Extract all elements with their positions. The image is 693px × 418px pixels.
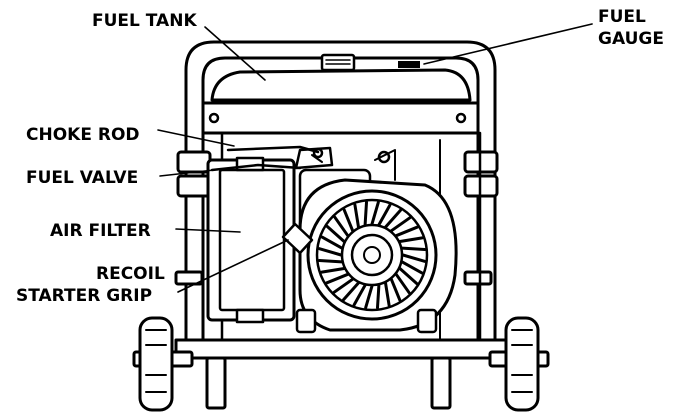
fan-blade [370,200,380,226]
fan-blade [342,208,355,233]
fan-blade [377,203,392,227]
fan-blade [389,216,412,233]
fuel-gauge [398,61,420,68]
fan-blade [400,246,427,251]
label-air-filter: AIR FILTER [50,221,151,241]
fan-blade [376,283,381,310]
right-wheel [504,316,540,412]
left-wheel [138,316,174,412]
fan-blade [317,259,344,264]
fan-blade [364,284,374,310]
fan-blade [384,281,391,307]
fuel-tank [210,53,472,102]
fan-blade [342,281,360,302]
label-fuel-gauge-line1: FUEL [598,7,646,27]
leader-lines [157,23,593,293]
label-recoil-line2: STARTER GRIP [16,286,152,306]
fan-blade [352,283,367,307]
leader-recoil-starter-grip [177,239,289,293]
base [132,338,550,410]
leader-choke-rod [157,129,235,147]
fan-blade [363,200,368,227]
fan-blade [400,260,424,275]
fan-blade [317,247,343,257]
recoil-starter-grip [281,222,314,255]
fan-blade [384,208,402,229]
fan-blade [332,277,355,294]
fan-blade [320,235,344,250]
fan-blade [389,277,402,302]
label-recoil-line1: RECOIL [96,264,165,284]
recoil-starter-housing [281,178,458,334]
fan-blade [325,272,350,285]
leader-fuel-valve [159,169,215,177]
leader-air-filter [175,228,241,233]
label-choke-rod: CHOKE ROD [26,125,140,145]
fan-blade [398,236,424,243]
fan-blade [394,225,419,238]
fan-blade [320,267,346,274]
air-filter [206,156,296,324]
fan-blade [325,225,346,243]
label-fuel-tank: FUEL TANK [92,11,197,31]
label-fuel-valve: FUEL VALVE [26,168,138,188]
leader-fuel-gauge [423,23,593,65]
fan-blade [353,203,360,229]
fan-blade [398,267,419,285]
fan-blade [394,272,411,295]
fan-blade [333,215,350,238]
leader-fuel-tank [204,26,266,81]
fan-blade [401,253,427,263]
label-fuel-gauge-line2: GAUGE [598,29,664,49]
